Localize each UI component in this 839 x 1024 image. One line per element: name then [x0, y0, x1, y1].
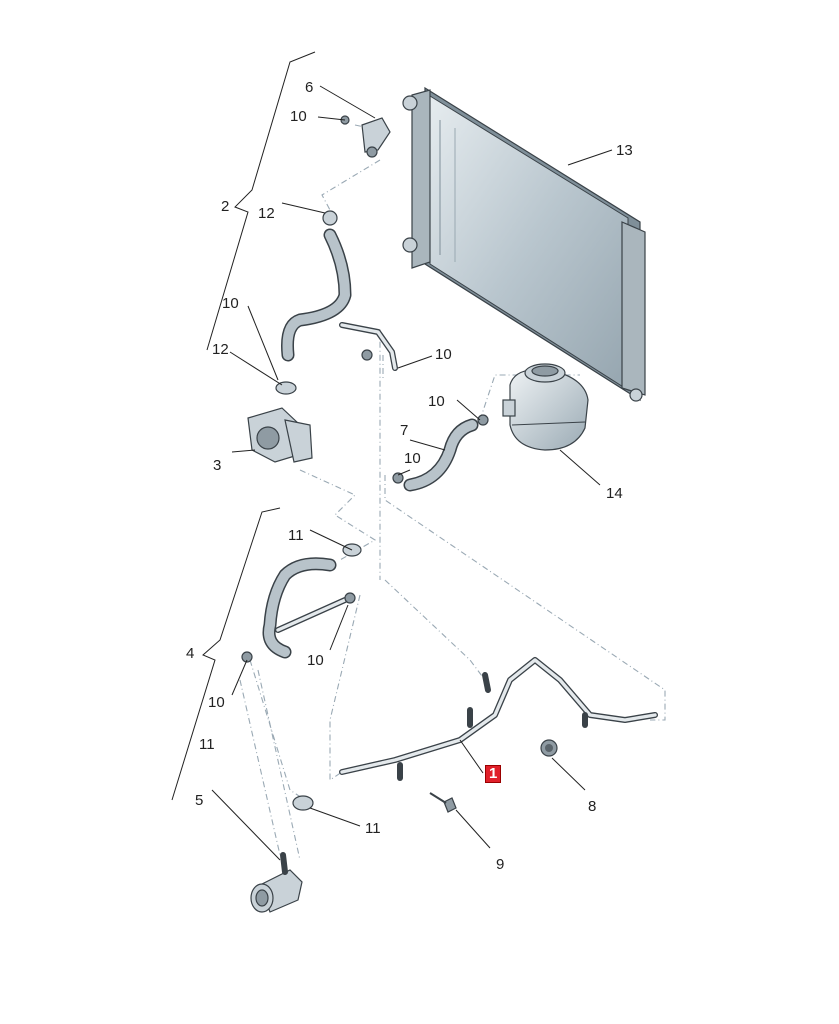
- thermostat-housing: [247, 407, 313, 463]
- upper-coolant-hose: [275, 210, 398, 395]
- bleed-fitting: [340, 115, 391, 158]
- callout-6: 6: [305, 79, 314, 96]
- callout-3: 3: [213, 457, 222, 474]
- callout-10: 10: [307, 652, 324, 669]
- callout-10: 10: [428, 393, 445, 410]
- callout-9: 9: [496, 856, 505, 873]
- hose-clamp: [292, 795, 314, 811]
- callout-11: 11: [199, 736, 215, 753]
- callout-8: 8: [588, 798, 597, 815]
- callout-5: 5: [195, 792, 204, 809]
- brace-2: [206, 51, 316, 351]
- callout-11: 11: [288, 527, 304, 544]
- brace-4: [171, 507, 281, 801]
- coolant-pipe: [339, 657, 658, 781]
- callout-2: 2: [221, 198, 230, 215]
- callout-10: 10: [435, 346, 452, 363]
- callout-7: 7: [400, 422, 409, 439]
- callout-11: 11: [365, 820, 381, 837]
- lower-coolant-hose: [241, 543, 362, 663]
- expansion-tank: [502, 363, 589, 451]
- callout-1-highlighted: 1: [485, 765, 502, 783]
- nut: [540, 739, 558, 757]
- callout-14: 14: [606, 485, 623, 502]
- callout-10: 10: [290, 108, 307, 125]
- callout-10: 10: [404, 450, 421, 467]
- callout-13: 13: [616, 142, 633, 159]
- callout-4: 4: [186, 645, 195, 662]
- bolt: [429, 792, 457, 813]
- coolant-flange: [250, 852, 303, 913]
- callout-12: 12: [258, 205, 275, 222]
- callout-10: 10: [208, 694, 225, 711]
- callout-12: 12: [212, 341, 229, 358]
- callout-10: 10: [222, 295, 239, 312]
- leader-lines: [211, 85, 613, 861]
- radiator: [402, 86, 646, 402]
- small-hose: [392, 414, 489, 492]
